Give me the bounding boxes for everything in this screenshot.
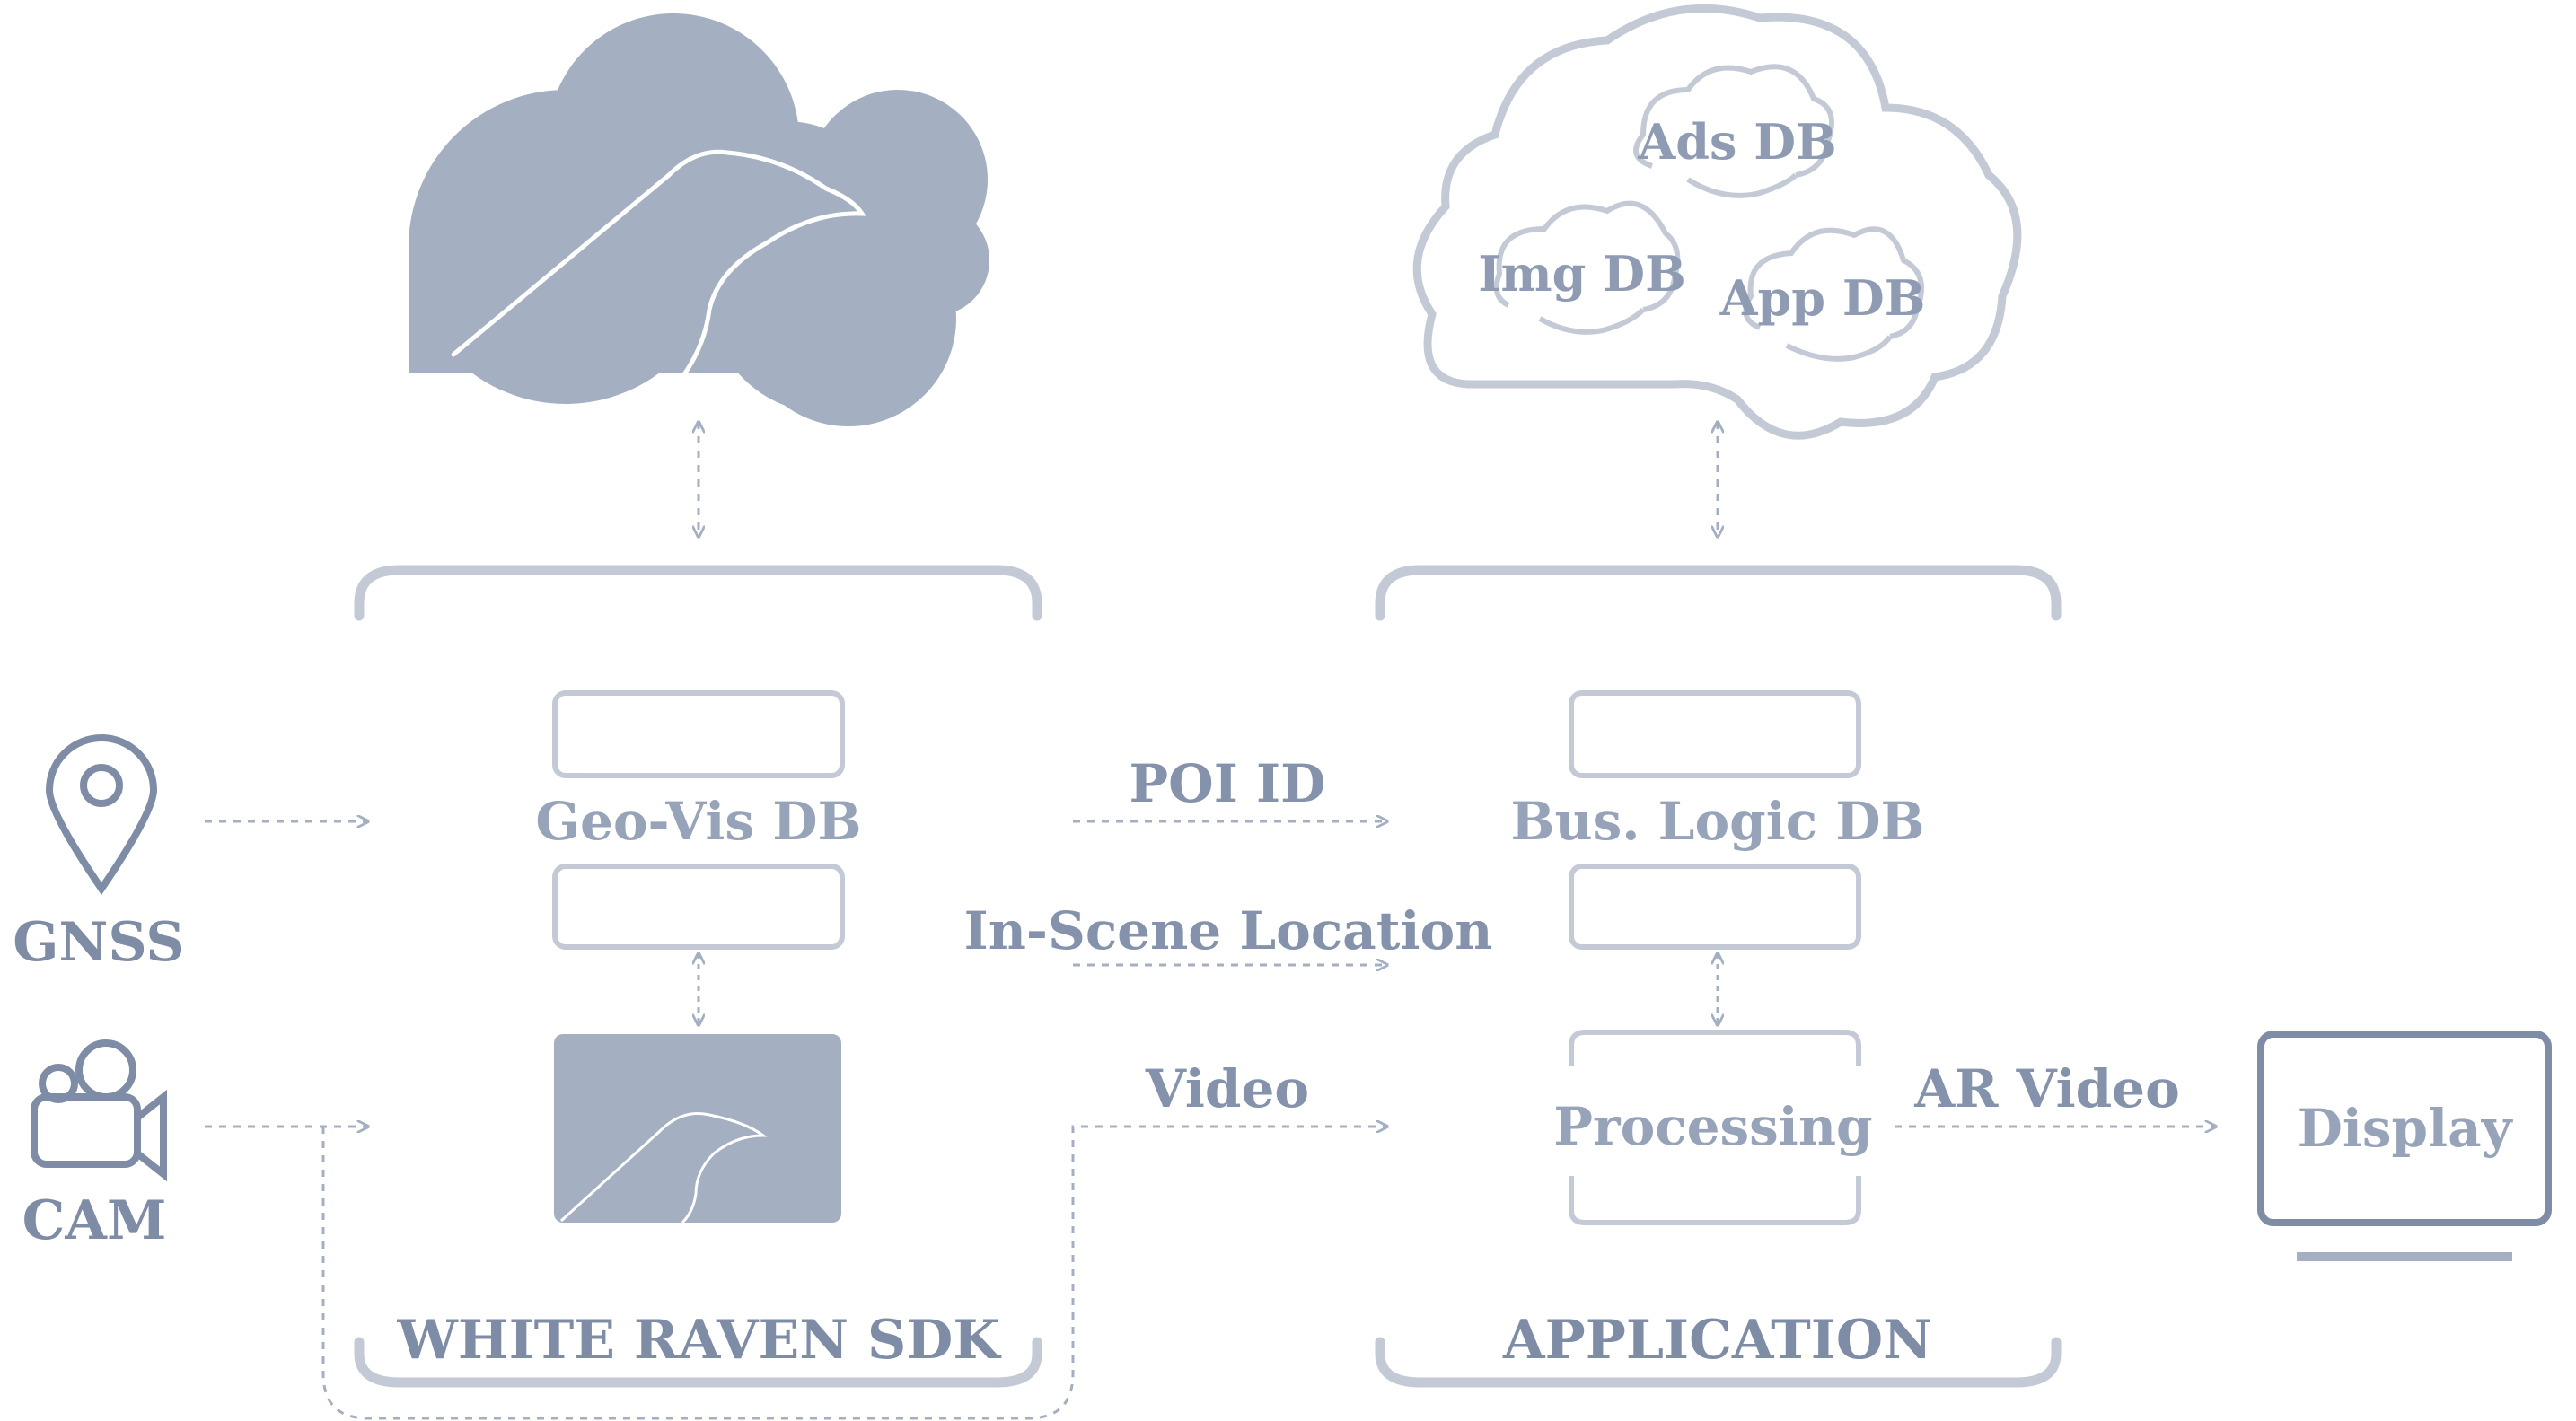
geo-vis-db-top xyxy=(552,690,845,778)
bus-logic-db-label: Bus. Logic DB xyxy=(1510,791,1925,852)
sdk-cloud xyxy=(409,13,989,426)
processing-label: Processing xyxy=(1553,1096,1873,1157)
sdk-bracket-top xyxy=(354,565,1042,621)
app-bracket-bottom xyxy=(1375,1337,2062,1388)
app-db-cloud xyxy=(1743,226,1924,339)
poi-id-label: POI ID xyxy=(1129,753,1326,814)
app-title: APPLICATION xyxy=(1503,1309,1932,1372)
processing-box-bottom xyxy=(1569,1176,1861,1225)
video-label: Video xyxy=(1145,1058,1310,1119)
raven-logo-icon xyxy=(451,149,866,380)
ads-db-label: Ads DB xyxy=(1638,113,1837,171)
bus-logic-db-top xyxy=(1569,690,1861,778)
raven-logo-icon xyxy=(559,1112,768,1224)
app-cloud xyxy=(1412,4,2022,440)
monitor-icon xyxy=(2257,1031,2552,1261)
sdk-title: WHITE RAVEN SDK xyxy=(397,1309,1000,1372)
gnss-label: GNSS xyxy=(13,911,185,974)
img-db-label: Img DB xyxy=(1478,245,1686,303)
geo-vis-db-bottom xyxy=(552,864,845,950)
app-bracket-top xyxy=(1375,565,2062,621)
cam-label: CAM xyxy=(22,1189,167,1252)
video-camera-icon xyxy=(31,1039,167,1182)
sdk-bracket-bottom xyxy=(354,1337,1042,1388)
img-db-cloud xyxy=(1493,200,1681,312)
bus-logic-db-bottom xyxy=(1569,864,1861,950)
img-db-cloud-bottom xyxy=(1538,307,1646,335)
ads-db-cloud xyxy=(1633,64,1834,178)
ads-db-cloud-bottom xyxy=(1686,172,1798,198)
cam-bypass-video-arrow xyxy=(321,1127,1387,1420)
app-db-label: App DB xyxy=(1719,269,1926,327)
processing-box-top xyxy=(1569,1030,1861,1066)
display-label: Display xyxy=(2297,1098,2512,1159)
sdk-core-image xyxy=(554,1034,841,1224)
location-pin-icon xyxy=(45,734,158,896)
geo-vis-db-label: Geo-Vis DB xyxy=(535,791,862,852)
app-db-cloud-bottom xyxy=(1785,335,1893,362)
in-scene-location-label: In-Scene Location xyxy=(963,900,1493,961)
ar-video-label: AR Video xyxy=(1914,1058,2180,1119)
